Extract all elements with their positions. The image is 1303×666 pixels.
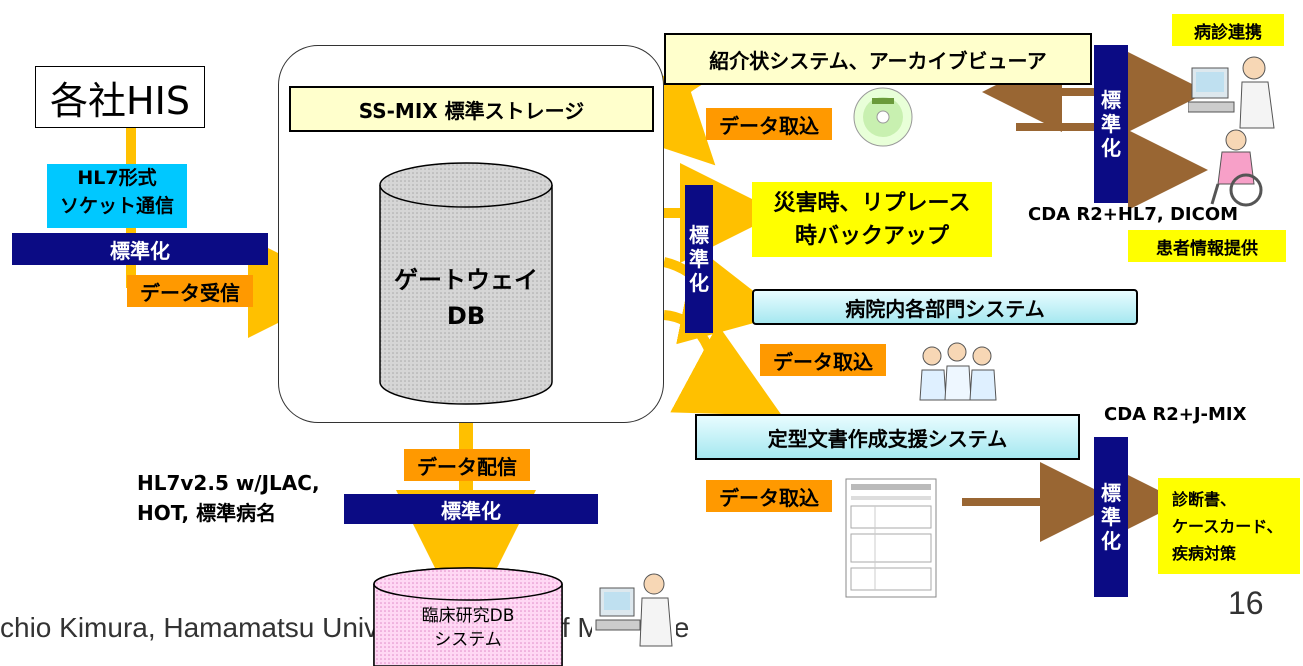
data-distribute-label: データ配信 xyxy=(404,449,530,481)
referral-system-box: 紹介状システム、アーカイブビューア xyxy=(664,33,1092,85)
hospital-dept-box: 病院内各部門システム xyxy=(752,289,1138,325)
standardize-vertical-right-top: 標 準 化 xyxy=(1094,45,1128,203)
hl7v25-line1: HL7v2.5 w/JLAC, xyxy=(137,471,320,495)
standardize-label-bottom: 標準化 xyxy=(441,498,501,523)
page-number: 16 xyxy=(1228,585,1264,622)
template-doc-label: 定型文書作成支援システム xyxy=(767,426,1008,451)
hl7-socket-line1: HL7形式 xyxy=(77,167,157,189)
data-import-middle: データ取込 xyxy=(760,344,886,376)
gateway-db-label: ゲートウェイ DB xyxy=(376,262,556,334)
wheelchair-patient-icon xyxy=(1210,129,1263,207)
documents-line1: 診断書、 xyxy=(1172,490,1237,509)
clinical-db-front-line1: 臨床研究DB xyxy=(421,606,515,626)
vstd-center-2: 準 xyxy=(689,247,709,271)
data-import-middle-text: データ取込 xyxy=(773,349,873,374)
vstd-center-3: 化 xyxy=(689,271,709,295)
vstd-center-1: 標 xyxy=(689,223,709,247)
vstd-rt-2: 準 xyxy=(1101,112,1121,136)
hl7-socket-box: HL7形式 ソケット通信 xyxy=(47,164,187,228)
gateway-db-line2: DB xyxy=(446,302,486,330)
patient-info-text: 患者情報提供 xyxy=(1156,238,1258,259)
his-label: 各社HIS xyxy=(50,78,190,123)
vstd-rb-1: 標 xyxy=(1101,481,1121,505)
clinical-db-front-line2: システム xyxy=(434,630,502,650)
data-receive-label: データ受信 xyxy=(127,275,253,307)
documents-line2: ケースカード、 xyxy=(1172,517,1283,536)
standardize-bar-left: 標準化 xyxy=(12,233,268,265)
clinic-link-label: 病診連携 xyxy=(1172,14,1284,46)
cda-jmix-label: CDA R2+J-MIX xyxy=(1104,404,1246,425)
doctor-computer-icon xyxy=(1188,56,1275,129)
cda-dicom-text: CDA R2+HL7, DICOM xyxy=(1028,204,1239,225)
template-doc-box: 定型文書作成支援システム xyxy=(695,414,1080,460)
clinic-link-text: 病診連携 xyxy=(1194,22,1262,43)
footer-credit: chio Kimura, Hamamatsu University School… xyxy=(0,612,689,644)
disaster-backup-box: 災害時、リプレース 時バックアップ xyxy=(752,182,992,257)
gateway-db-line1: ゲートウェイ xyxy=(394,266,538,294)
clinical-db-label-front: 臨床研究DB システム xyxy=(372,604,564,652)
standardize-vertical-center: 標 準 化 xyxy=(685,185,713,333)
disaster-backup-line2: 時バックアップ xyxy=(794,223,949,249)
footer-credit-text: chio Kimura, Hamamatsu University School… xyxy=(0,612,690,643)
nurses-icon xyxy=(919,342,997,401)
cda-jmix-text: CDA R2+J-MIX xyxy=(1104,404,1247,425)
vstd-rt-3: 化 xyxy=(1101,136,1121,160)
cda-dicom-label: CDA R2+HL7, DICOM xyxy=(1028,204,1238,225)
cd-disc-icon xyxy=(853,87,913,147)
doctor-computer-icon-bottom xyxy=(592,568,676,648)
standardize-bar-bottom: 標準化 xyxy=(344,494,598,524)
hl7v25-line2: HOT, 標準病名 xyxy=(137,501,277,525)
hl7-socket-line2: ソケット通信 xyxy=(59,195,174,217)
standardize-label-left: 標準化 xyxy=(110,238,170,263)
data-receive-text: データ受信 xyxy=(140,280,240,305)
documents-line3: 疾病対策 xyxy=(1172,544,1237,563)
ssmix-storage-box: SS-MIX 標準ストレージ xyxy=(289,86,654,132)
standardize-vertical-right-bottom: 標 準 化 xyxy=(1094,437,1128,597)
data-distribute-text: データ配信 xyxy=(417,454,517,479)
page-number-text: 16 xyxy=(1228,585,1264,621)
vstd-rt-1: 標 xyxy=(1101,88,1121,112)
hl7v25-label: HL7v2.5 w/JLAC, HOT, 標準病名 xyxy=(137,468,320,528)
data-import-top: データ取込 xyxy=(706,108,832,140)
vstd-rb-2: 準 xyxy=(1101,505,1121,529)
referral-system-label: 紹介状システム、アーカイブビューア xyxy=(709,48,1047,73)
documents-box: 診断書、 ケースカード、 疾病対策 xyxy=(1158,478,1300,574)
gateway-db-cylinder xyxy=(379,162,553,405)
referral-import-arrow xyxy=(609,59,716,166)
data-import-bottom-text: データ取込 xyxy=(719,485,819,510)
his-box: 各社HIS xyxy=(35,66,205,128)
document-form-icon xyxy=(845,478,937,598)
hospital-dept-label: 病院内各部門システム xyxy=(845,296,1045,321)
data-import-bottom: データ取込 xyxy=(706,480,832,512)
disaster-backup-line1: 災害時、リプレース xyxy=(773,190,971,216)
data-import-top-text: データ取込 xyxy=(719,113,819,138)
vstd-rb-3: 化 xyxy=(1101,529,1121,553)
patient-info-label: 患者情報提供 xyxy=(1128,230,1286,262)
clinical-db-cylinder-front xyxy=(373,567,563,666)
ssmix-storage-label: SS-MIX 標準ストレージ xyxy=(358,98,585,123)
